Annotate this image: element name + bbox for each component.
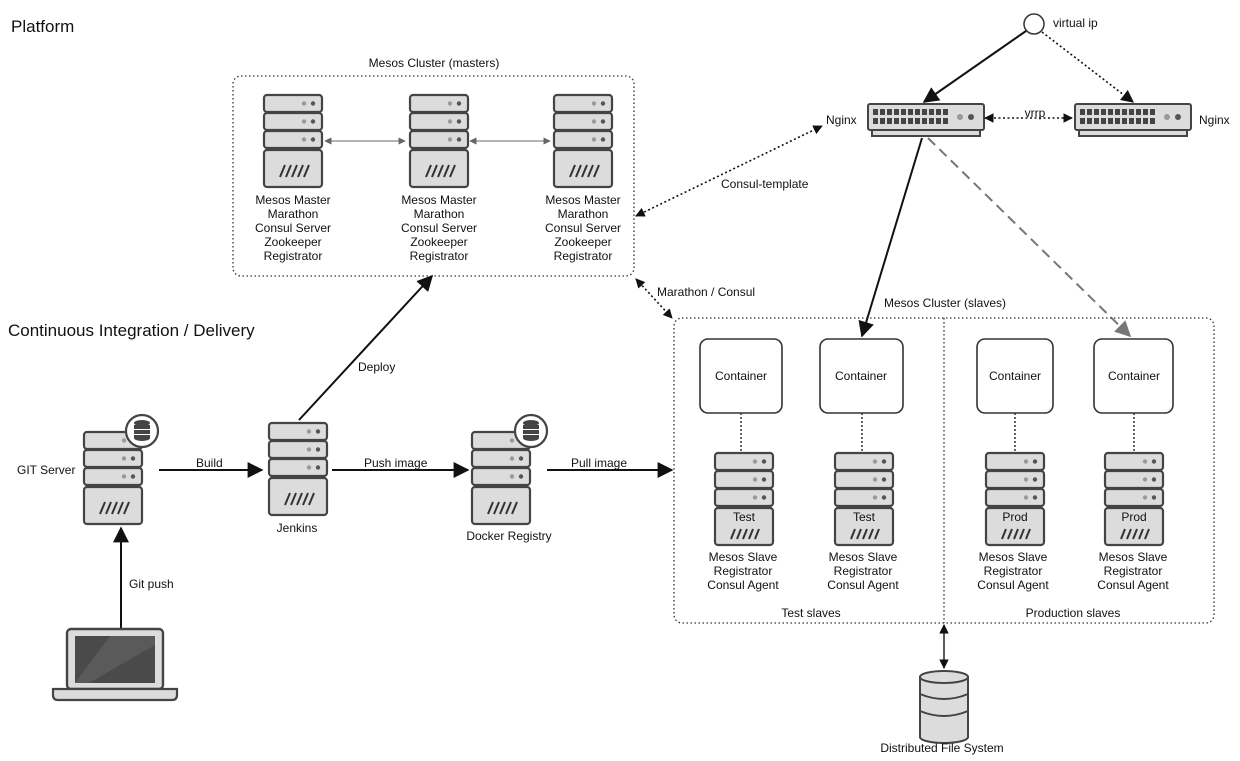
prod-slave-1-label: Mesos Slave Registrator Consul Agent bbox=[977, 550, 1049, 592]
master-server-3-label: Mesos Master Marathon Consul Server Zook… bbox=[545, 193, 621, 263]
svg-text:Zookeeper: Zookeeper bbox=[264, 235, 321, 249]
laptop-icon bbox=[51, 627, 179, 702]
svg-text:Consul Agent: Consul Agent bbox=[1097, 578, 1169, 592]
svg-text:Mesos Slave: Mesos Slave bbox=[979, 550, 1048, 564]
virtual-ip-icon bbox=[1023, 13, 1045, 35]
git-server-icon bbox=[82, 430, 144, 526]
test-slave-2-label: Mesos Slave Registrator Consul Agent bbox=[827, 550, 899, 592]
nginx-primary-label: Nginx bbox=[826, 113, 857, 127]
virtual-ip-label: virtual ip bbox=[1053, 16, 1098, 30]
svg-text:Container: Container bbox=[835, 369, 887, 383]
svg-text:Zookeeper: Zookeeper bbox=[410, 235, 467, 249]
master-server-1-label: Mesos Master Marathon Consul Server Zook… bbox=[255, 193, 331, 263]
test-container-2: Container bbox=[819, 338, 904, 414]
platform-section-title: Platform bbox=[11, 17, 74, 36]
consul-template-label: Consul-template bbox=[721, 177, 809, 191]
prod-container-2: Container bbox=[1093, 338, 1174, 414]
master-server-2-icon bbox=[408, 93, 470, 189]
nginx-secondary-switch-icon bbox=[1074, 103, 1192, 137]
push-image-label: Push image bbox=[364, 456, 428, 470]
test-slave-1-tag: Test bbox=[733, 510, 756, 524]
svg-text:Consul Agent: Consul Agent bbox=[707, 578, 779, 592]
production-slaves-label: Production slaves bbox=[1026, 606, 1121, 620]
svg-text:Container: Container bbox=[989, 369, 1041, 383]
prod-slave-1-server-icon bbox=[984, 451, 1046, 547]
svg-text:Mesos Slave: Mesos Slave bbox=[829, 550, 898, 564]
svg-text:Zookeeper: Zookeeper bbox=[554, 235, 611, 249]
svg-text:Mesos Slave: Mesos Slave bbox=[1099, 550, 1168, 564]
svg-text:Mesos Slave: Mesos Slave bbox=[709, 550, 778, 564]
svg-text:Marathon: Marathon bbox=[558, 207, 609, 221]
test-slave-2-server-icon bbox=[833, 451, 895, 547]
svg-text:Consul Server: Consul Server bbox=[255, 221, 331, 235]
consul-template-link bbox=[635, 125, 823, 217]
svg-text:Consul Server: Consul Server bbox=[545, 221, 621, 235]
master-server-2-label: Mesos Master Marathon Consul Server Zook… bbox=[401, 193, 477, 263]
svg-text:Mesos Master: Mesos Master bbox=[255, 193, 330, 207]
svg-text:Marathon: Marathon bbox=[414, 207, 465, 221]
svg-text:Registrator: Registrator bbox=[554, 249, 613, 263]
jenkins-label: Jenkins bbox=[277, 521, 318, 535]
marathon-consul-label: Marathon / Consul bbox=[657, 285, 755, 299]
master-server-1-icon bbox=[262, 93, 324, 189]
svg-text:Container: Container bbox=[715, 369, 767, 383]
svg-text:Registrator: Registrator bbox=[834, 564, 893, 578]
svg-text:Registrator: Registrator bbox=[1104, 564, 1163, 578]
svg-text:Registrator: Registrator bbox=[984, 564, 1043, 578]
svg-text:Mesos Master: Mesos Master bbox=[401, 193, 476, 207]
slaves-cluster-title: Mesos Cluster (slaves) bbox=[884, 296, 1006, 310]
masters-cluster-title: Mesos Cluster (masters) bbox=[369, 56, 500, 70]
masters-cluster-box bbox=[232, 75, 635, 277]
prod-slave-2-server-icon bbox=[1103, 451, 1165, 547]
prod-slave-1-tag: Prod bbox=[1002, 510, 1027, 524]
svg-text:Consul Agent: Consul Agent bbox=[827, 578, 899, 592]
svg-text:Registrator: Registrator bbox=[410, 249, 469, 263]
svg-text:Container: Container bbox=[1108, 369, 1160, 383]
docker-registry-server-icon bbox=[470, 430, 532, 526]
deploy-label: Deploy bbox=[358, 360, 395, 374]
vrrp-label: vrrp bbox=[1025, 106, 1046, 120]
ci-section-title: Continuous Integration / Delivery bbox=[8, 321, 255, 340]
test-slave-2-tag: Test bbox=[853, 510, 876, 524]
dfs-label: Distributed File System bbox=[880, 741, 1003, 755]
slaves-cluster-box bbox=[673, 317, 1215, 624]
nginx-secondary-label: Nginx bbox=[1199, 113, 1230, 127]
jenkins-server-icon bbox=[267, 421, 329, 517]
vip-to-nginx-secondary bbox=[1041, 31, 1135, 103]
test-slaves-label: Test slaves bbox=[781, 606, 840, 620]
test-container-1: Container bbox=[699, 338, 783, 414]
svg-text:Consul Agent: Consul Agent bbox=[977, 578, 1049, 592]
git-server-database-icon bbox=[124, 413, 160, 449]
svg-text:Consul Server: Consul Server bbox=[401, 221, 477, 235]
vip-to-nginx-primary bbox=[922, 30, 1027, 103]
git-server-label: GIT Server bbox=[17, 463, 75, 477]
docker-registry-label: Docker Registry bbox=[466, 529, 551, 543]
test-slave-1-server-icon bbox=[713, 451, 775, 547]
docker-registry-database-icon bbox=[513, 413, 549, 449]
svg-text:Registrator: Registrator bbox=[264, 249, 323, 263]
nginx-to-test-container bbox=[858, 137, 923, 338]
svg-text:Registrator: Registrator bbox=[714, 564, 773, 578]
svg-text:Mesos Master: Mesos Master bbox=[545, 193, 620, 207]
deploy-arrow bbox=[298, 274, 434, 421]
test-slave-1-label: Mesos Slave Registrator Consul Agent bbox=[707, 550, 779, 592]
master-server-3-icon bbox=[552, 93, 614, 189]
prod-slave-2-label: Mesos Slave Registrator Consul Agent bbox=[1097, 550, 1169, 592]
build-label: Build bbox=[196, 456, 223, 470]
nginx-primary-switch-icon bbox=[867, 103, 985, 137]
database-icon bbox=[919, 670, 969, 744]
git-push-label: Git push bbox=[129, 577, 174, 591]
prod-slave-2-tag: Prod bbox=[1121, 510, 1146, 524]
pull-image-label: Pull image bbox=[571, 456, 627, 470]
svg-text:Marathon: Marathon bbox=[268, 207, 319, 221]
prod-container-1: Container bbox=[976, 338, 1054, 414]
